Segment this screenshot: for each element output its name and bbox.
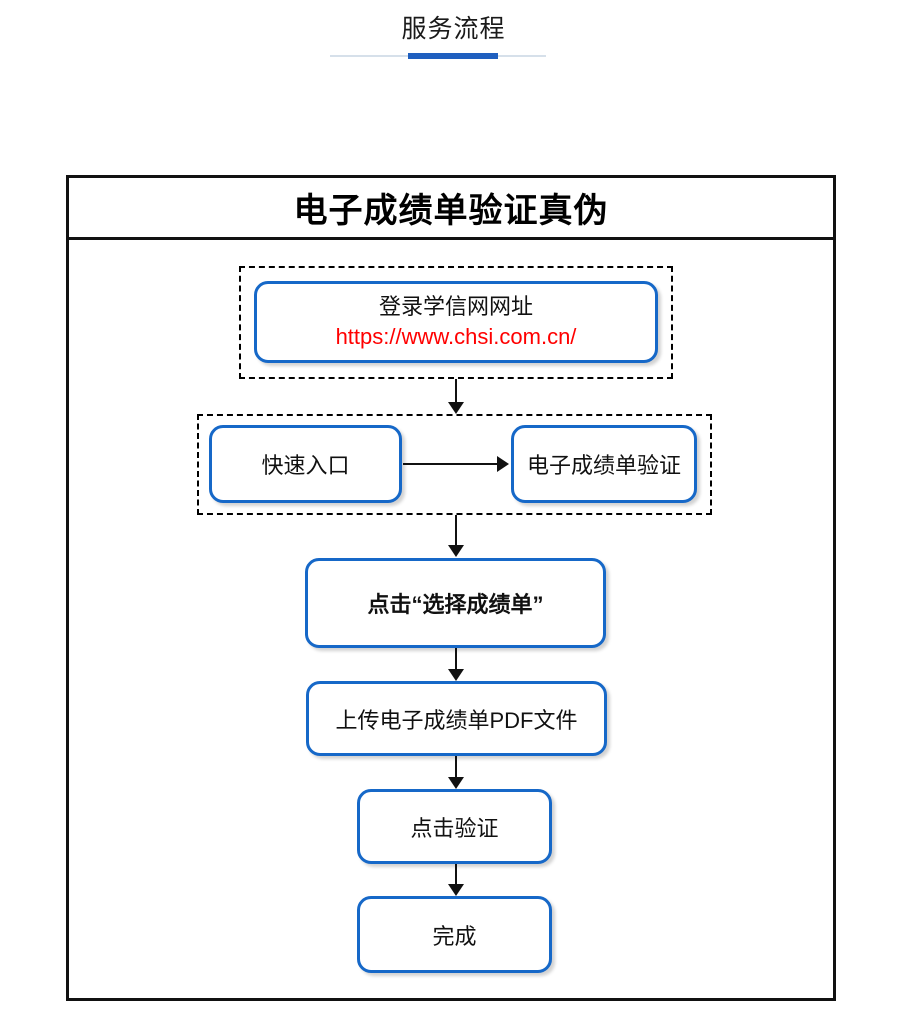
node-click-verify[interactable]: 点击验证 (357, 789, 552, 864)
arrowhead-entry-to-select (448, 545, 464, 557)
node-select-transcript[interactable]: 点击“选择成绩单” (305, 558, 606, 648)
arrowhead-login-to-entry (448, 402, 464, 414)
connector-verify-to-done (455, 864, 457, 885)
dashed-group-login (239, 266, 673, 379)
page-title: 服务流程 (401, 15, 506, 43)
arrowhead-select-to-upload (448, 669, 464, 681)
arrowhead-entry-to-verify (497, 456, 509, 472)
node-login-url-link[interactable]: https://www.chsi.com.cn/ (335, 324, 577, 349)
page-header: 服务流程 (0, 0, 907, 80)
connector-entry-to-select (455, 515, 457, 547)
connector-select-to-upload (455, 648, 457, 671)
connector-login-to-entry (455, 379, 457, 405)
flowchart-heading: 电子成绩单验证真伪 (293, 192, 609, 230)
connector-entry-to-verify (403, 463, 499, 465)
connector-upload-to-verify (455, 756, 457, 778)
node-login-url[interactable]: 登录学信网网址 https://www.chsi.com.cn/ (254, 281, 658, 363)
node-transcript-verify[interactable]: 电子成绩单验证 (511, 425, 697, 503)
title-underline-accent (408, 53, 498, 59)
node-upload-pdf[interactable]: 上传电子成绩单PDF文件 (306, 681, 607, 756)
node-quick-entry[interactable]: 快速入口 (209, 425, 402, 503)
node-done[interactable]: 完成 (357, 896, 552, 973)
dashed-group-entry (197, 414, 712, 515)
arrowhead-verify-to-done (448, 884, 464, 896)
flowchart-frame: 电子成绩单验证真伪 登录学信网网址 https://www.chsi.com.c… (66, 175, 836, 1001)
flowchart-heading-bar: 电子成绩单验证真伪 (69, 178, 833, 240)
arrowhead-upload-to-verify (448, 777, 464, 789)
node-login-url-label: 登录学信网网址 (378, 294, 533, 319)
